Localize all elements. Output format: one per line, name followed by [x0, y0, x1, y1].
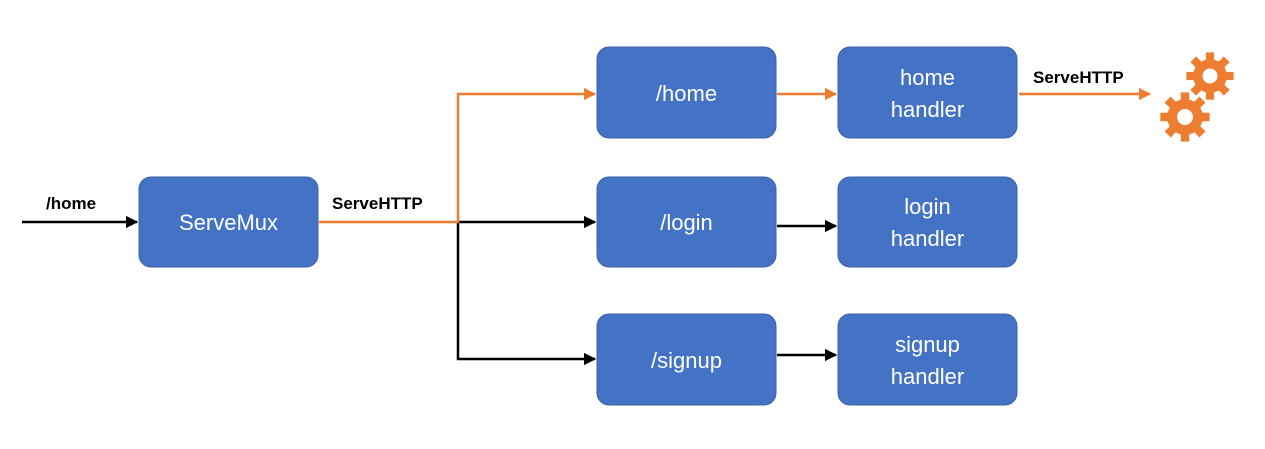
node-route-signup: /signup — [596, 313, 777, 406]
node-home-handler-label-line1: home — [900, 65, 955, 90]
node-route-home-label: /home — [656, 81, 717, 106]
node-route-login: /login — [596, 176, 777, 268]
handler-servehttp-label: ServeHTTP — [1033, 68, 1124, 87]
node-login-handler: login handler — [837, 176, 1018, 268]
node-signup-handler: signup handler — [837, 313, 1018, 406]
node-route-home: /home — [596, 46, 777, 139]
node-route-login-label: /login — [660, 210, 713, 235]
edges — [22, 87, 1152, 366]
request-label: /home — [46, 194, 96, 213]
node-home-handler-label-line2: handler — [891, 97, 964, 122]
servemux-servehttp-label: ServeHTTP — [332, 194, 423, 213]
node-servemux: ServeMux — [138, 176, 319, 268]
node-signup-handler-label-line2: handler — [891, 364, 964, 389]
node-login-handler-label-line2: handler — [891, 226, 964, 251]
edge-servemux-to-home — [319, 87, 597, 224]
node-home-handler: home handler — [837, 46, 1018, 139]
node-signup-handler-label-line1: signup — [895, 332, 960, 357]
gear-large-icon — [1160, 92, 1210, 142]
gears-icon — [1160, 52, 1234, 142]
gear-small-hole — [1202, 68, 1218, 84]
node-login-handler-label-line1: login — [904, 194, 950, 219]
edge-servemux-to-signup — [456, 222, 597, 366]
node-route-signup-label: /signup — [651, 348, 722, 373]
gear-large-hole — [1177, 109, 1193, 125]
node-servemux-label: ServeMux — [179, 210, 278, 235]
gear-small-icon — [1186, 52, 1234, 100]
